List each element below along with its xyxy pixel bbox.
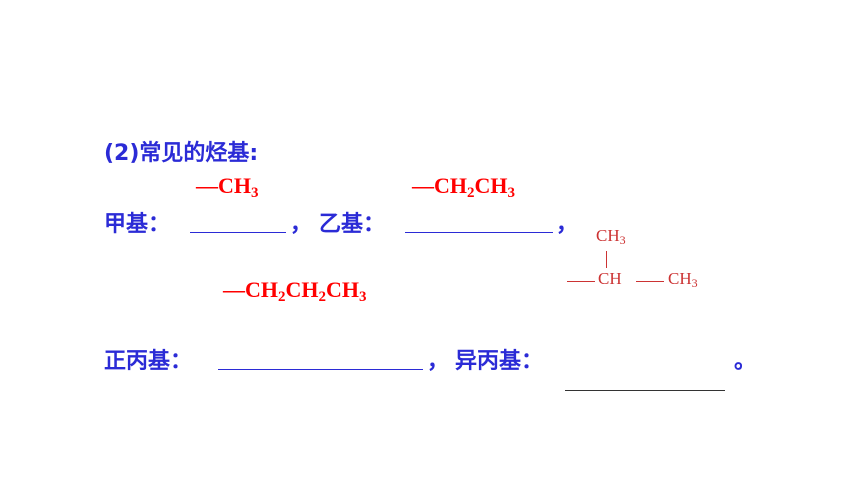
propyl-blank	[218, 369, 423, 370]
section-heading: (2)常见的烃基:	[104, 141, 259, 166]
isopropyl-left-bond	[567, 281, 595, 282]
isopropyl-vertical-bond	[606, 251, 607, 268]
end-period: 。	[734, 349, 757, 374]
ethyl-separator: ，	[556, 212, 579, 237]
propyl-label: 正丙基：	[104, 349, 193, 374]
isopropyl-right-bond	[636, 281, 664, 282]
isopropyl-label: 异丙基：	[455, 349, 544, 374]
isopropyl-blank	[565, 390, 725, 391]
methyl-label: 甲基：	[104, 212, 171, 237]
ethyl-label: 乙基：	[319, 212, 386, 237]
ethyl-blank	[405, 232, 553, 233]
isopropyl-center: CH	[598, 269, 622, 288]
propyl-separator: ，	[427, 349, 450, 374]
isopropyl-top-methyl: CH3	[596, 226, 626, 247]
methyl-answer: —CH3	[196, 173, 259, 201]
ethyl-answer: —CH2CH3	[412, 173, 515, 201]
propyl-answer: —CH2CH2CH3	[223, 277, 367, 305]
methyl-blank	[190, 232, 286, 233]
isopropyl-right-methyl: CH3	[668, 269, 698, 290]
methyl-separator: ，	[290, 212, 313, 237]
